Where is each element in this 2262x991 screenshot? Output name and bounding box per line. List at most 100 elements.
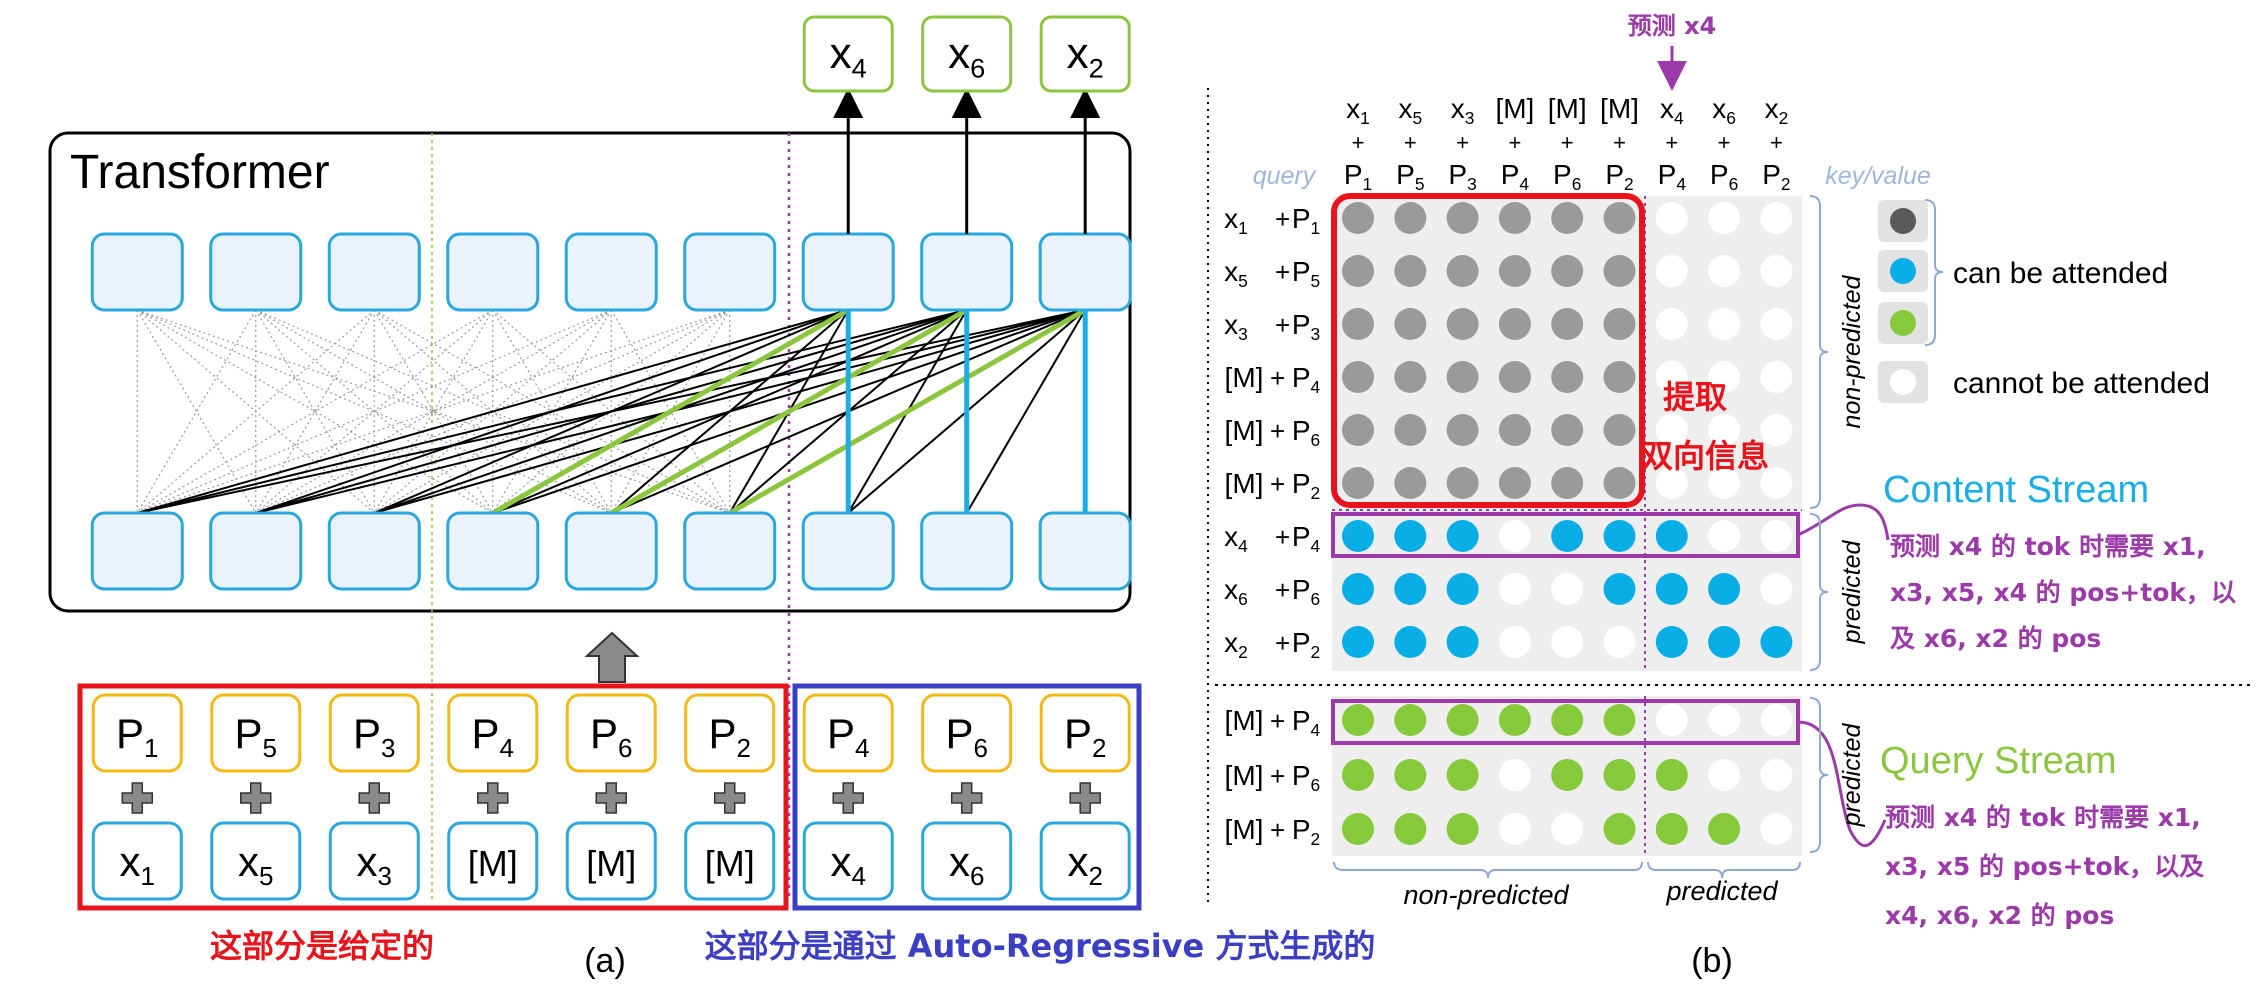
token-label: x4 [830, 838, 865, 891]
query-attention-dot [1603, 704, 1636, 736]
column-header-position: P4 [1501, 159, 1530, 194]
bidirectional-note-line2: 双向信息 [1641, 437, 1769, 475]
transformer-label: Transformer [70, 146, 330, 199]
query-attention-dot [1446, 759, 1479, 791]
query-attention-dot [1342, 704, 1374, 736]
brace-bottom-predicted [1647, 861, 1801, 879]
bottom-hidden-row [90, 511, 1132, 591]
top-hidden-box [327, 232, 421, 312]
content-attention-dot [1446, 626, 1479, 658]
attention-line-black [137, 309, 849, 514]
attention-line-gray [137, 309, 612, 514]
bidirectional-note-line1: 提取 [1663, 378, 1727, 416]
attention-lines-green [491, 307, 1087, 516]
content-attention-dot [1708, 626, 1741, 658]
attention-line-green [609, 307, 968, 516]
query-attention-dot [1551, 813, 1584, 845]
content-attention-dot [1446, 361, 1479, 393]
content-attention-dot [1342, 414, 1374, 446]
column-header-token: x3 [1451, 93, 1475, 128]
content-attention-dot [1498, 467, 1531, 499]
row-label-position: P2 [1292, 814, 1320, 849]
query-attention-dot [1446, 813, 1479, 845]
attention-line-green [491, 307, 850, 516]
plus-icon [713, 782, 746, 814]
output-box [802, 15, 894, 93]
content-attention-dot [1760, 255, 1793, 287]
content-stream-label: Content Stream [1883, 469, 2149, 511]
row-label-position: P2 [1292, 627, 1320, 662]
attention-line-gray [137, 309, 730, 514]
token-box [802, 821, 894, 901]
content-attention-dot [1342, 573, 1374, 605]
content-attention-dot [1342, 520, 1374, 552]
content-attention-dot [1551, 520, 1584, 552]
content-attention-dot [1760, 467, 1793, 499]
bottom-hidden-box [920, 511, 1014, 591]
query-attention-dot [1446, 704, 1479, 736]
legend-dot-blue [1890, 258, 1916, 284]
autoregressive-part-frame [792, 683, 1142, 911]
content-attention-dot [1708, 520, 1741, 552]
query-attention-dot [1760, 813, 1793, 845]
query-attention-dot [1551, 704, 1584, 736]
column-header-position: P2 [1605, 159, 1633, 194]
column-header-token: [M] [1600, 93, 1639, 124]
attention-line-gray [492, 309, 612, 514]
column-header-plus: + [1770, 130, 1783, 155]
column-header-position: P6 [1710, 159, 1738, 194]
bottom-hidden-box [801, 511, 895, 591]
row-label-token: [M] [1225, 705, 1264, 736]
brace-predicted-query [1809, 697, 1829, 853]
content-attention-dot [1655, 361, 1688, 393]
side-label-predicted-content: predicted [1838, 539, 1866, 644]
token-box [684, 821, 776, 901]
position-label: P3 [353, 710, 396, 763]
position-label: P4 [471, 710, 514, 763]
content-attention-dot [1708, 308, 1741, 340]
column-header-token: x5 [1398, 93, 1422, 128]
plus-icon [832, 782, 864, 814]
top-hidden-box [564, 232, 658, 312]
attention-line-black [137, 309, 1086, 514]
attention-line-black [965, 309, 1087, 514]
content-note-line1: 预测 x4 的 tok 时需要 x1, [1890, 532, 2206, 561]
row-label-plus: + [1275, 575, 1290, 605]
content-attention-dot [1394, 626, 1427, 658]
position-label: P5 [235, 710, 278, 763]
content-attention-dot [1603, 520, 1636, 552]
row-label-token: x4 [1224, 521, 1248, 556]
figure-label-b: (b) [1691, 942, 1733, 980]
attention-dots [1342, 202, 1793, 845]
query-note-line1: 预测 x4 的 tok 时需要 x1, [1885, 803, 2201, 832]
query-attention-dot [1708, 704, 1741, 736]
content-attention-dot [1446, 255, 1479, 287]
given-caption: 这部分是给定的 [210, 927, 434, 965]
row-label-position: P1 [1292, 203, 1320, 238]
query-attention-dot [1551, 759, 1584, 791]
top-hidden-box [920, 232, 1014, 312]
legend-dot-gray [1890, 208, 1916, 234]
row-label-plus: + [1270, 363, 1285, 393]
query-attention-dot [1394, 704, 1427, 736]
token-label: [M] [705, 843, 755, 884]
attention-line-gray [136, 309, 375, 514]
column-header-token: x4 [1660, 93, 1684, 128]
content-attention-dot [1708, 414, 1741, 446]
brace-legend [1924, 199, 1944, 346]
top-hidden-row [90, 232, 1132, 312]
position-box [91, 693, 183, 773]
position-label: P2 [708, 710, 751, 763]
content-attention-dot [1394, 361, 1427, 393]
content-attention-dot [1498, 520, 1531, 552]
output-box [1039, 15, 1131, 93]
query-note-connector [1797, 720, 1887, 848]
content-attention-dot [1394, 467, 1427, 499]
token-box [447, 821, 539, 901]
content-note-line2: x3, x5, x4 的 pos+tok，以 [1890, 578, 2236, 607]
content-attention-dot [1603, 361, 1636, 393]
content-attention-dot [1655, 414, 1688, 446]
content-attention-dot [1655, 467, 1688, 499]
content-attention-dot [1394, 520, 1427, 552]
content-attention-dot [1655, 626, 1688, 658]
